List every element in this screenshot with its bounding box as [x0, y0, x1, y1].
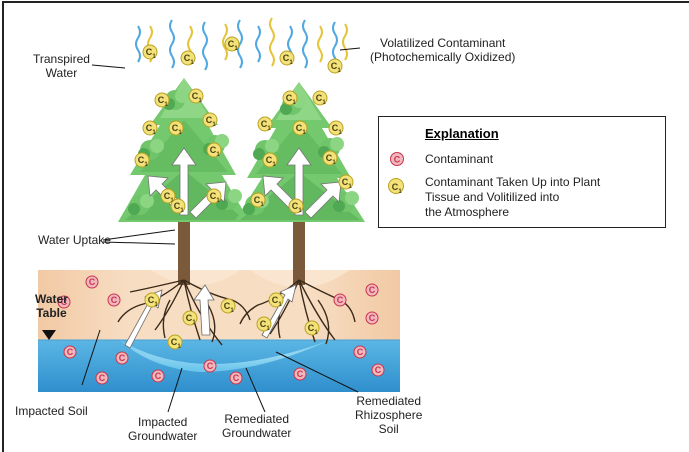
legend-contaminant-label: Contaminant	[425, 152, 493, 167]
contaminant-marker: C	[204, 360, 216, 372]
svg-text:C: C	[233, 373, 240, 383]
uptake-contaminant-marker: C1	[145, 293, 159, 308]
uptake-contaminant-marker: C1	[221, 299, 235, 314]
contaminant-marker: C	[152, 370, 164, 382]
svg-text:C: C	[394, 155, 401, 165]
legend-title: Explanation	[425, 126, 499, 141]
water-table-arrow-icon	[42, 330, 56, 340]
svg-text:C: C	[99, 373, 106, 383]
label-water-uptake: Water Uptake	[38, 233, 111, 247]
uptake-contaminant-marker: C1	[143, 121, 157, 136]
svg-text:C: C	[369, 313, 376, 323]
uptake-contaminant-icon: C 1	[387, 177, 407, 197]
contaminant-marker: C	[108, 294, 120, 306]
label-transpired-water: TranspiredWater	[33, 52, 90, 80]
svg-text:C: C	[155, 371, 162, 381]
contaminant-marker: C	[372, 364, 384, 376]
svg-text:C: C	[337, 295, 344, 305]
uptake-contaminant-marker: C1	[189, 89, 203, 104]
contaminant-marker: C	[64, 346, 76, 358]
contaminant-marker: C	[294, 368, 306, 380]
contaminant-icon: C	[389, 151, 405, 167]
svg-text:C: C	[369, 285, 376, 295]
contaminant-marker: C	[96, 372, 108, 384]
svg-text:C: C	[119, 353, 126, 363]
uptake-contaminant-marker: C1	[329, 121, 343, 136]
contaminant-marker: C	[86, 276, 98, 288]
uptake-contaminant-marker: C1	[313, 91, 327, 106]
contaminant-marker: C	[354, 346, 366, 358]
contaminant-marker: C	[230, 372, 242, 384]
contaminant-marker: C	[366, 312, 378, 324]
label-remediated-groundwater: RemediatedGroundwater	[222, 412, 291, 440]
legend-box: Explanation C Contaminant C 1 Contaminan…	[378, 116, 666, 228]
contaminant-marker: C	[116, 352, 128, 364]
svg-text:C: C	[89, 277, 96, 287]
svg-text:C: C	[297, 369, 304, 379]
contaminant-marker: C	[366, 284, 378, 296]
svg-text:C: C	[207, 361, 214, 371]
svg-text:C: C	[375, 365, 382, 375]
label-volatilized-contaminant: Volatilized Contaminant(Photochemically …	[370, 36, 515, 64]
label-impacted-soil: Impacted Soil	[15, 404, 88, 418]
svg-text:C: C	[67, 347, 74, 357]
svg-text:C: C	[111, 295, 118, 305]
contaminant-marker: C	[334, 294, 346, 306]
uptake-contaminant-marker: C1	[289, 199, 303, 214]
svg-text:C: C	[357, 347, 364, 357]
uptake-contaminant-marker: C1	[328, 59, 342, 74]
